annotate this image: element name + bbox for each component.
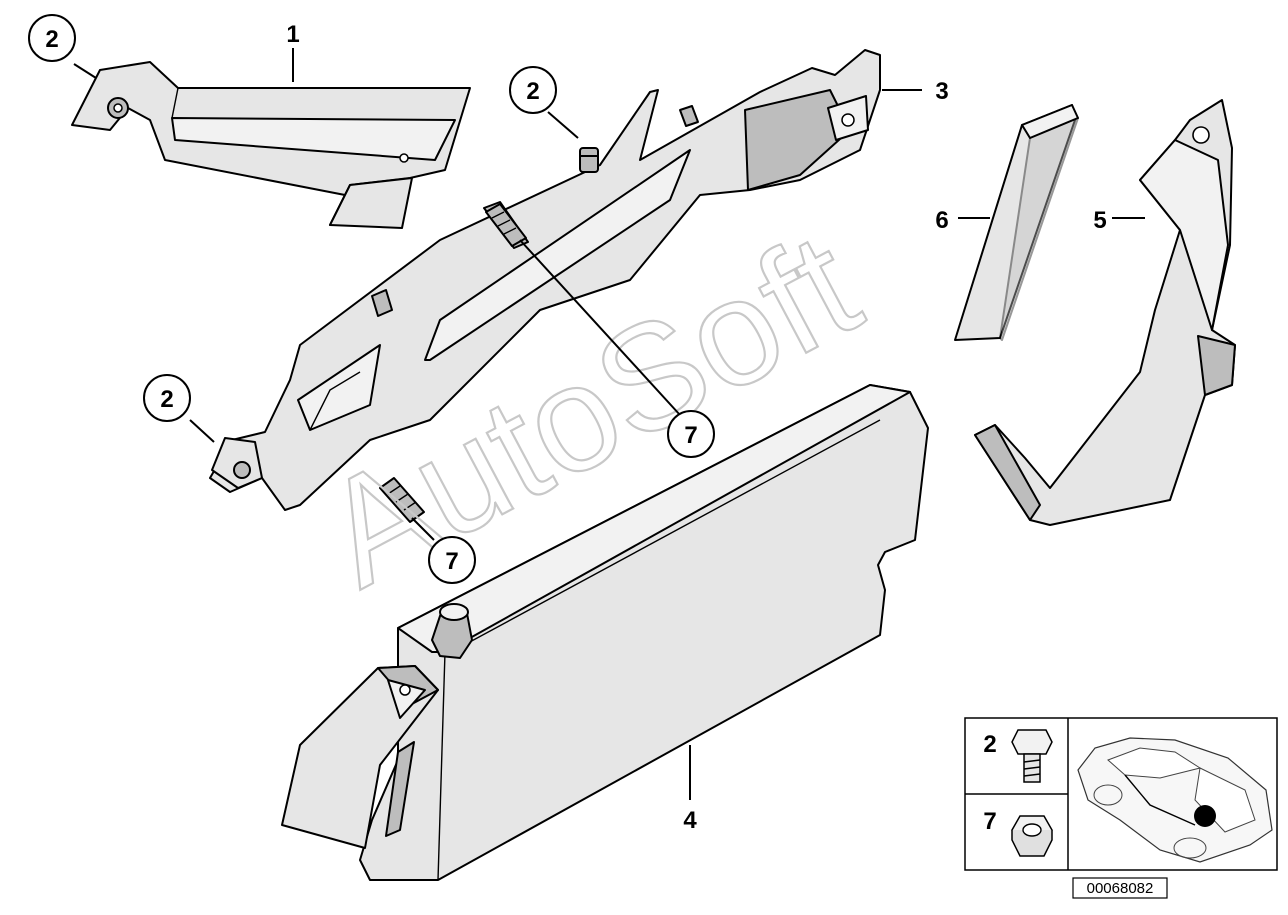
hex-nut-icon (1011, 815, 1053, 857)
part-6-strip (954, 104, 1079, 341)
legend-box: 2 7 (964, 717, 1278, 871)
callout-2-top-left-text: 2 (45, 26, 58, 53)
legend-number-7: 7 (983, 808, 996, 835)
callout-7-lower-text: 7 (445, 548, 458, 575)
part-label-5: 5 (1093, 207, 1106, 234)
part-label-1: 1 (286, 21, 299, 48)
part-label-6: 6 (935, 207, 948, 234)
callout-7-upper: 7 (667, 410, 715, 458)
callout-2-top-middle-text: 2 (526, 78, 539, 105)
part-3-rail (209, 49, 881, 511)
callout-2-left-text: 2 (160, 386, 173, 413)
legend-number-2: 2 (983, 731, 996, 758)
part-4-control-unit (281, 384, 929, 881)
callout-2-top-middle: 2 (509, 66, 557, 114)
stud-bolt-lower (379, 477, 425, 523)
part-label-3: 3 (935, 78, 948, 105)
leader-lines (73, 48, 1145, 800)
car-location-icon (1077, 737, 1273, 863)
callout-2-top-left: 2 (28, 14, 76, 62)
stud-bolt-upper (485, 203, 527, 247)
part-5-strap (974, 99, 1236, 526)
part-label-4: 4 (683, 807, 697, 834)
callout-7-upper-text: 7 (684, 422, 697, 449)
callout-2-left: 2 (143, 374, 191, 422)
diagram-id: 00068082 (1072, 877, 1168, 899)
diagram-id-text: 00068082 (1087, 880, 1154, 897)
callout-7-lower: 7 (428, 536, 476, 584)
part-1-bracket (71, 61, 471, 229)
hex-bolt-icon (1011, 729, 1053, 783)
